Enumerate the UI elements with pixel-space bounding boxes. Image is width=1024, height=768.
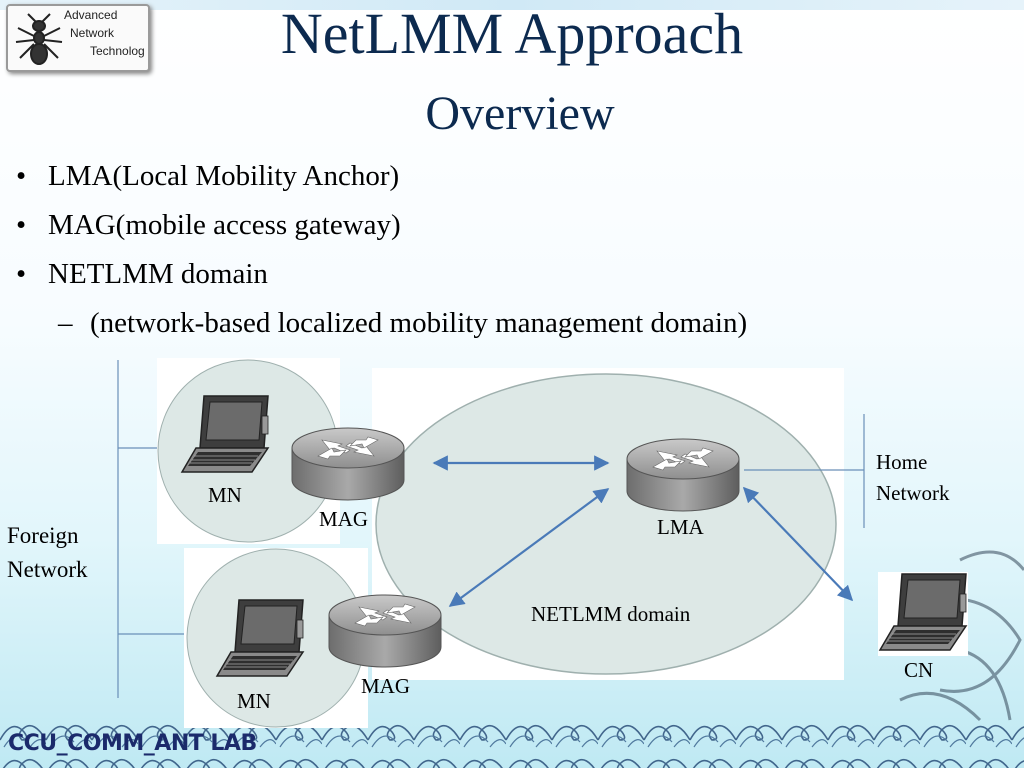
bullet-marker: • bbox=[16, 258, 27, 290]
mag-label-top: MAG bbox=[319, 507, 369, 531]
lab-logo: Advanced Network Technolog bbox=[6, 4, 150, 72]
home-network-label-line1: Home bbox=[876, 450, 928, 474]
bullet-marker: • bbox=[16, 160, 27, 192]
foreign-network-bracket bbox=[117, 360, 186, 698]
bullet-marker: • bbox=[16, 209, 27, 241]
ant-icon bbox=[15, 13, 63, 65]
page-subtitle: Overview bbox=[425, 87, 615, 140]
mn-label-bottom: MN bbox=[237, 689, 271, 713]
sub-bullet-marker: – bbox=[58, 307, 73, 339]
bullet-text: MAG(mobile access gateway) bbox=[48, 209, 401, 241]
home-network-bracket bbox=[744, 414, 865, 528]
mag-label-bottom: MAG bbox=[361, 674, 411, 698]
cn-label: CN bbox=[904, 658, 934, 682]
domain-label: NETLMM domain bbox=[531, 602, 691, 626]
mag-lma-arrow-bottom bbox=[448, 488, 610, 607]
mag-router-icon-top bbox=[291, 427, 405, 501]
top-band bbox=[0, 0, 1024, 10]
page-title: NetLMM Approach bbox=[280, 1, 744, 66]
lma-label: LMA bbox=[657, 515, 704, 539]
foreign-network-label-line2: Network bbox=[7, 557, 88, 582]
bullet-text: LMA(Local Mobility Anchor) bbox=[48, 160, 400, 192]
sub-bullet-item: – (network-based localized mobility mana… bbox=[16, 299, 966, 348]
sub-bullet-text: (network-based localized mobility manage… bbox=[90, 307, 748, 339]
mn-label-top: MN bbox=[208, 483, 242, 507]
bullet-item: • LMA(Local Mobility Anchor) bbox=[16, 152, 966, 201]
netlmm-domain-ellipse bbox=[375, 373, 837, 675]
footer-lab-name: CCU_COMM_ANT LAB bbox=[8, 731, 257, 756]
bullet-text: NETLMM domain bbox=[48, 258, 268, 290]
lma-router-icon bbox=[626, 438, 740, 512]
logo-text-line3: Technolog bbox=[90, 44, 145, 58]
foreign-network-label-line1: Foreign bbox=[7, 523, 79, 548]
bullet-item: • NETLMM domain bbox=[16, 250, 966, 299]
bullet-item: • MAG(mobile access gateway) bbox=[16, 201, 966, 250]
logo-text-line2: Network bbox=[70, 26, 115, 40]
home-network-label-line2: Network bbox=[876, 481, 950, 505]
logo-text-line1: Advanced bbox=[64, 8, 118, 22]
bullet-list: • LMA(Local Mobility Anchor) • MAG(mobil… bbox=[16, 152, 966, 348]
lma-cn-arrow bbox=[742, 486, 854, 602]
mag-router-icon-bottom bbox=[328, 594, 442, 668]
